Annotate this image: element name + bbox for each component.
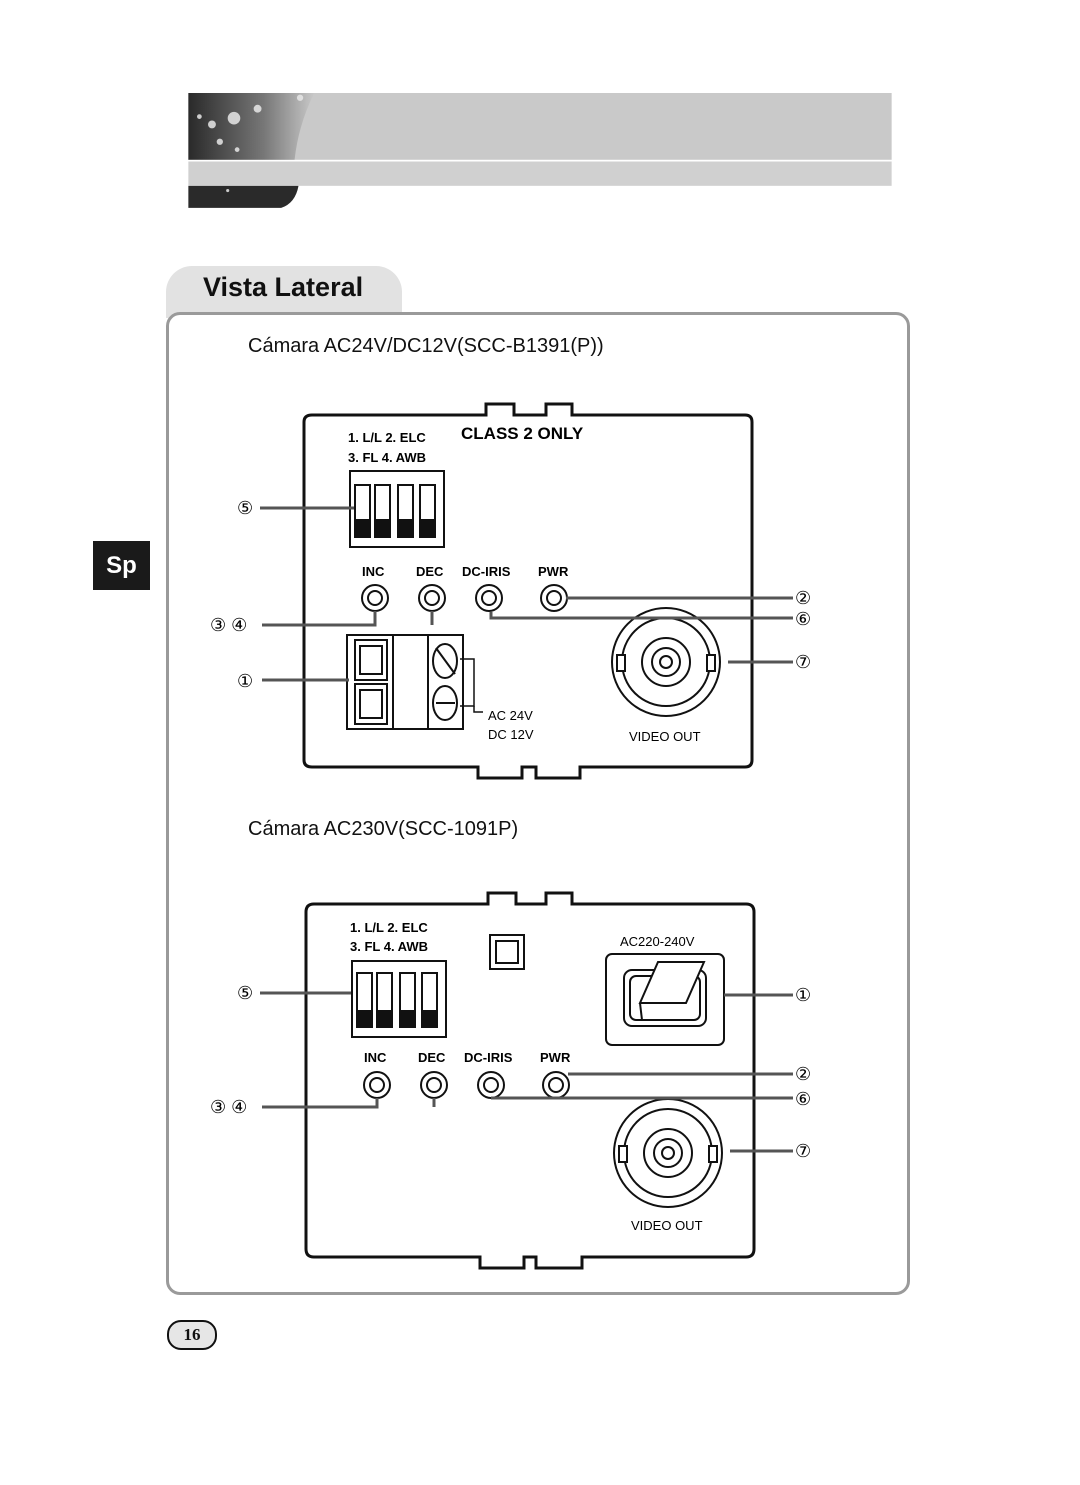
content-frame <box>166 312 910 1295</box>
header-banner <box>188 93 892 208</box>
camera-1-caption: Cámara AC24V/DC12V(SCC-B1391(P)) <box>248 335 604 357</box>
language-tab: Sp <box>93 541 150 590</box>
section-tab <box>166 266 402 318</box>
camera-2-caption: Cámara AC230V(SCC-1091P) <box>248 818 519 840</box>
page-number: 16 <box>167 1320 217 1350</box>
water-drops <box>197 94 304 193</box>
section-title: Vista Lateral <box>203 272 364 302</box>
